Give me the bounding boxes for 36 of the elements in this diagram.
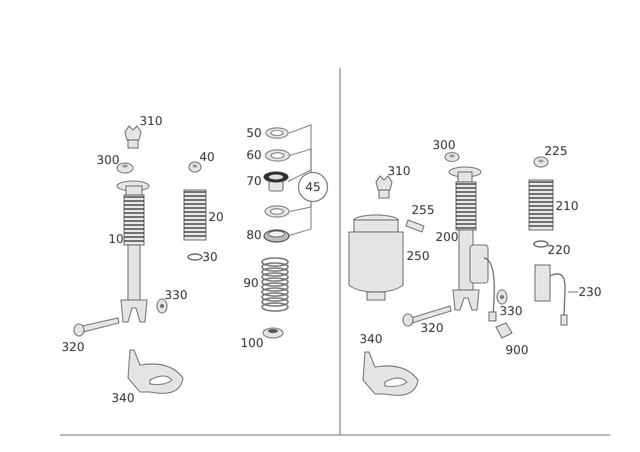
callout-number: 310 xyxy=(388,165,410,177)
callout-number: 90 xyxy=(243,277,259,289)
callout-number: 900 xyxy=(506,344,528,356)
callout-number: 40 xyxy=(199,151,215,163)
callout-number: 210 xyxy=(556,200,578,212)
mount-drawing xyxy=(263,171,289,192)
callout-number: 220 xyxy=(548,244,570,256)
callout-number: 50 xyxy=(246,127,262,139)
callout-number: 320 xyxy=(62,341,84,353)
callout-number: 300 xyxy=(432,139,456,151)
leader-line xyxy=(290,148,312,172)
leader-line xyxy=(288,169,312,182)
washer-drawing xyxy=(263,205,291,218)
callout-number: 100 xyxy=(240,337,264,349)
callout-number: 250 xyxy=(406,250,430,262)
callout-number: 330 xyxy=(164,289,188,301)
callout-number: 30 xyxy=(202,251,218,263)
callout-number: 200 xyxy=(436,231,458,243)
leader-line xyxy=(288,202,312,236)
callout-number: 255 xyxy=(412,204,434,216)
callout-number: 340 xyxy=(112,392,134,404)
callout-number: 230 xyxy=(578,284,602,300)
callout-number: 310 xyxy=(140,115,162,127)
callout-number: 80 xyxy=(246,229,262,241)
callout-number: 340 xyxy=(360,333,382,345)
spring-seat-drawing xyxy=(263,228,290,243)
plate-drawing xyxy=(264,149,291,162)
callout-number: 320 xyxy=(420,322,444,334)
callout-number: 330 xyxy=(500,305,522,317)
callout-number: 70 xyxy=(246,175,262,187)
callout-number: 225 xyxy=(544,145,568,157)
callout-number: 10 xyxy=(108,233,124,245)
washer-drawing xyxy=(264,127,290,139)
callout-number: 20 xyxy=(208,211,224,223)
callout-number: 60 xyxy=(246,149,262,161)
callout-number: 300 xyxy=(96,154,120,166)
